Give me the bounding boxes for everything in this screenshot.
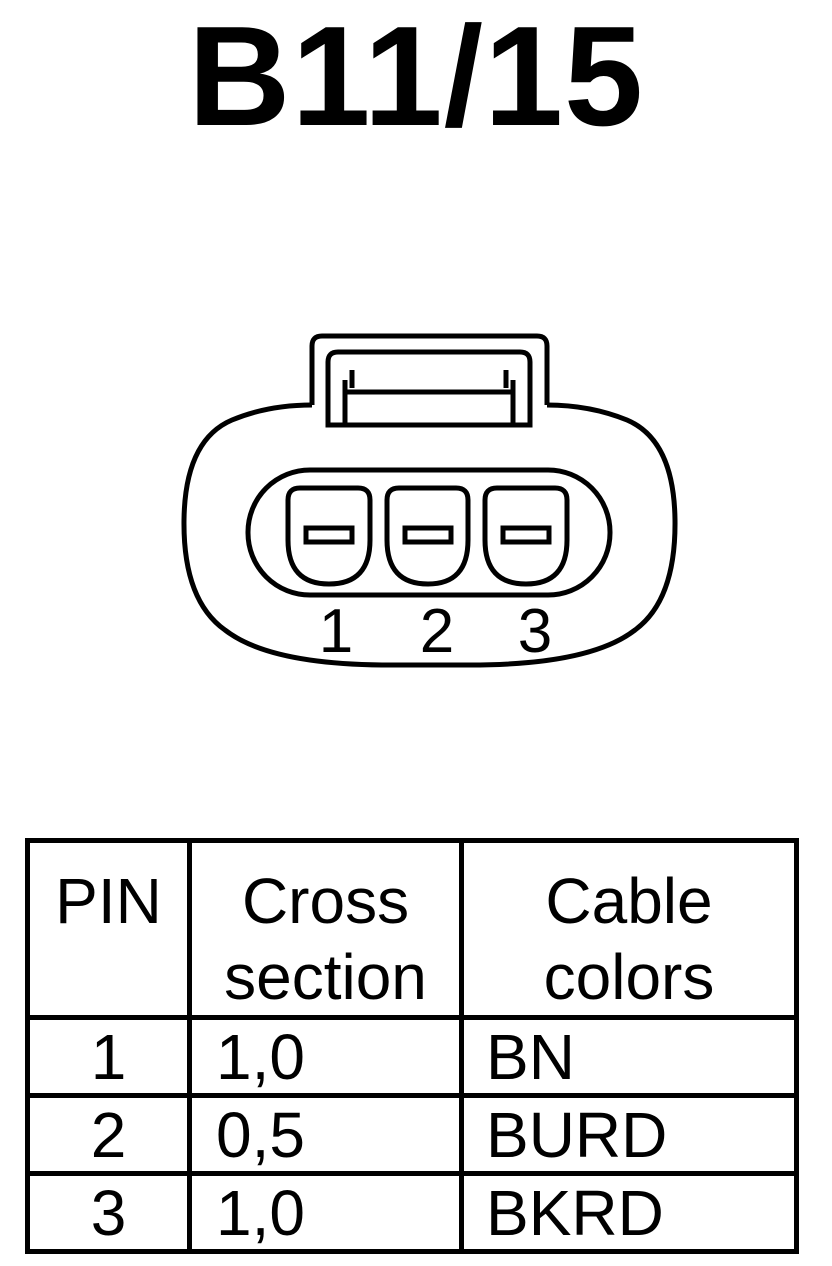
connector-title: B11/15 bbox=[187, 0, 645, 156]
cell-pin: 3 bbox=[25, 1171, 192, 1254]
pin-assignment-table: PIN Cross section Cable colors 1 1,0 BN … bbox=[25, 838, 799, 1254]
header-color-line1: Cable bbox=[545, 865, 713, 937]
table-row: 2 0,5 BURD bbox=[25, 1093, 799, 1176]
table-row: 3 1,0 BKRD bbox=[25, 1171, 799, 1254]
header-pin-label: PIN bbox=[55, 865, 162, 937]
cell-cross-section: 1,0 bbox=[187, 1015, 464, 1098]
cell-pin: 1 bbox=[25, 1015, 192, 1098]
pin-1-contact bbox=[285, 485, 373, 587]
connector-face-diagram: 1 2 3 bbox=[181, 333, 678, 668]
cell-cable-color: BURD bbox=[459, 1093, 799, 1176]
cell-pin: 2 bbox=[25, 1093, 192, 1176]
header-color-line2: colors bbox=[543, 941, 715, 1013]
cell-cable-color: BN bbox=[459, 1015, 799, 1098]
header-cross-section: Cross section bbox=[187, 838, 464, 1020]
pin-2-label: 2 bbox=[420, 597, 454, 666]
table-header-row: PIN Cross section Cable colors bbox=[25, 838, 799, 1020]
locking-latch bbox=[309, 333, 550, 428]
header-cross-line2: section bbox=[224, 941, 427, 1013]
cell-cross-section: 1,0 bbox=[187, 1171, 464, 1254]
pin-1-label: 1 bbox=[319, 597, 353, 666]
cell-cross-section: 0,5 bbox=[187, 1093, 464, 1176]
pin-cavity bbox=[245, 467, 613, 598]
pin-3-label: 3 bbox=[518, 597, 552, 666]
table-row: 1 1,0 BN bbox=[25, 1015, 799, 1098]
header-cross-line1: Cross bbox=[241, 865, 410, 937]
pin-3-contact bbox=[482, 485, 570, 587]
cell-cable-color: BKRD bbox=[459, 1171, 799, 1254]
pin-2-contact bbox=[384, 485, 471, 587]
header-cable-colors: Cable colors bbox=[459, 838, 799, 1020]
header-pin: PIN bbox=[25, 838, 192, 1020]
connector-housing bbox=[181, 402, 678, 668]
